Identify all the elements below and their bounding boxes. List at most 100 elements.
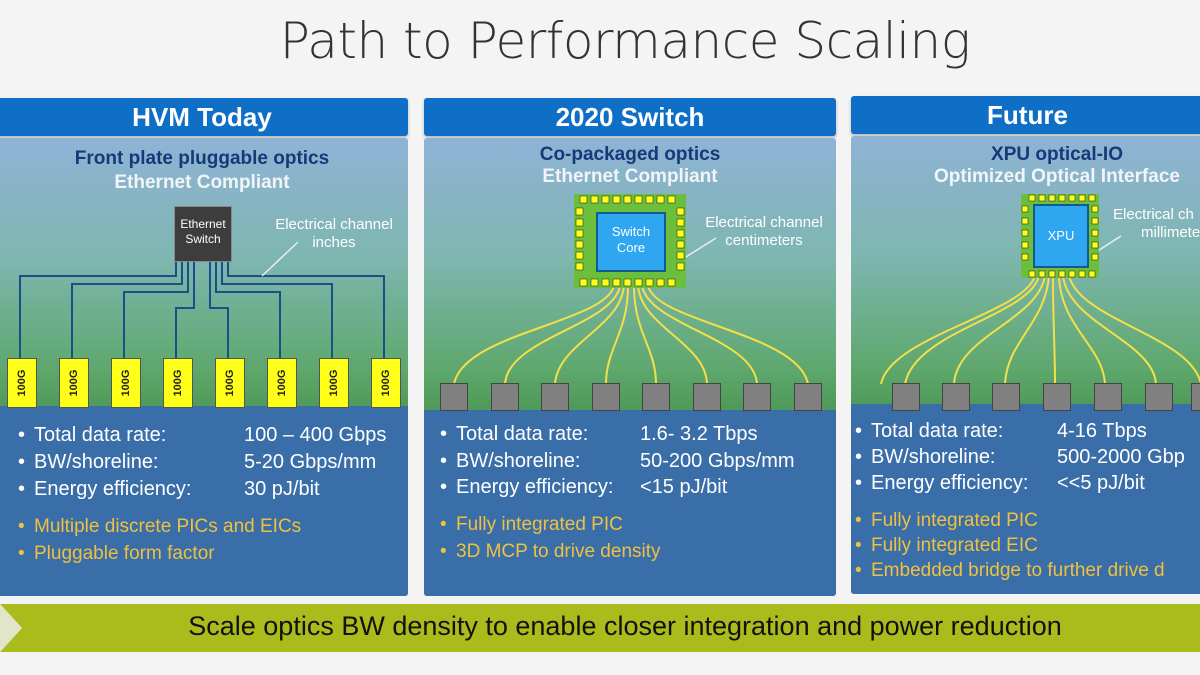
panel-subtitle-secondary: Optimized Optical Interface: [934, 166, 1180, 187]
stat-label: Energy efficiency:: [34, 478, 192, 500]
xpu-package: XPU: [1021, 194, 1099, 278]
feature-bullet-text: 3D MCP to drive density: [456, 541, 661, 562]
channel-label-line: centimeters: [725, 232, 803, 249]
wire: [71, 258, 183, 360]
optical-engine: [743, 383, 771, 411]
panel-subtitle: Front plate pluggable optics: [74, 148, 330, 169]
panel-future: XPU optical-IO Optimized Optical Interfa…: [851, 136, 1200, 594]
conclusion-text: Scale optics BW density to enable closer…: [188, 611, 1062, 641]
column-header-future: Future: [851, 96, 1200, 134]
module-label: 100G: [276, 369, 288, 397]
optical-module-100g: 100G: [371, 358, 401, 408]
wire: [175, 258, 195, 360]
stat-total-data-rate: •Total data rate:1.6- 3.2 Tbps: [440, 423, 758, 445]
stat-energy-efficiency: •Energy efficiency:30 pJ/bit: [18, 478, 320, 500]
feature-bullet: •Embedded bridge to further drive d: [855, 560, 1165, 581]
module-label: 100G: [328, 369, 340, 397]
fiber: [880, 275, 1036, 385]
fiber: [605, 285, 629, 385]
fiber: [641, 285, 758, 385]
optical-module-100g: 100G: [111, 358, 141, 408]
optical-engine: [992, 383, 1020, 411]
pluggable-wiring-diagram: [19, 241, 385, 360]
wire: [209, 258, 229, 360]
stat-energy-efficiency: •Energy efficiency:<<5 pJ/bit: [855, 472, 1145, 494]
copackaged-fiber-diagram: [453, 237, 809, 385]
electrical-channel-label: Electrical ch millimete: [1113, 206, 1200, 242]
stat-label: BW/shoreline:: [456, 450, 581, 472]
fiber: [1052, 275, 1056, 385]
module-label: 100G: [380, 369, 392, 397]
stat-value: 1.6- 3.2 Tbps: [640, 423, 758, 445]
column-header-hvm-today: HVM Today: [0, 98, 408, 136]
feature-bullet-text: Fully integrated PIC: [871, 510, 1038, 531]
stat-bw-shoreline: •BW/shoreline:500-2000 Gbp: [855, 446, 1185, 468]
fiber: [504, 285, 621, 385]
chip-label-line: Core: [616, 240, 646, 255]
stat-value: <15 pJ/bit: [640, 476, 728, 498]
optical-engine: [1094, 383, 1122, 411]
channel-label-line: Electrical ch: [1113, 206, 1194, 223]
stat-label: Total data rate:: [456, 423, 589, 445]
optical-module-100g: 100G: [59, 358, 89, 408]
optical-module-100g: 100G: [267, 358, 297, 408]
chip-label-line: Switch: [185, 232, 221, 246]
optical-engine: [541, 383, 569, 411]
conclusion-arrow-banner: [0, 604, 1200, 652]
feature-bullet: •3D MCP to drive density: [440, 541, 661, 562]
switch-core-chip: Switch Core: [596, 212, 666, 272]
feature-bullet: •Fully integrated PIC: [440, 514, 623, 535]
stat-energy-efficiency: •Energy efficiency:<15 pJ/bit: [440, 476, 728, 498]
feature-bullet-text: Multiple discrete PICs and EICs: [34, 516, 302, 537]
fiber: [637, 285, 708, 385]
wire: [123, 258, 189, 360]
fiber: [1004, 275, 1050, 385]
wire: [227, 258, 385, 360]
optical-engine: [1191, 383, 1200, 411]
fiber: [904, 275, 1040, 385]
channel-label-line: inches: [312, 234, 356, 251]
feature-bullet: •Multiple discrete PICs and EICs: [18, 516, 302, 537]
optical-engine: [942, 383, 970, 411]
feature-bullet: •Fully integrated EIC: [855, 535, 1038, 556]
column-header-2020-switch: 2020 Switch: [424, 98, 836, 136]
electrical-channel-label: Electrical channel centimeters: [692, 214, 836, 250]
optical-engine: [693, 383, 721, 411]
stat-label: BW/shoreline:: [34, 451, 159, 473]
package-pad-ring: [1021, 194, 1099, 278]
banner-notch: [0, 604, 22, 652]
stat-label: Total data rate:: [871, 420, 1004, 442]
optical-io-fiber-diagram: [880, 235, 1200, 385]
fiber: [453, 285, 615, 385]
stat-value: 30 pJ/bit: [244, 478, 320, 500]
fiber: [953, 275, 1046, 385]
module-label: 100G: [120, 369, 132, 397]
banner-arrow-shape: [0, 604, 1200, 652]
stats-area: [424, 410, 836, 596]
stat-value: 100 – 400 Gbps: [244, 424, 387, 446]
stat-label: BW/shoreline:: [871, 446, 996, 468]
optical-module-100g: 100G: [163, 358, 193, 408]
stat-bw-shoreline: •BW/shoreline:5-20 Gbps/mm: [18, 451, 377, 473]
module-label: 100G: [68, 369, 80, 397]
page-title: Path to Performance Scaling: [279, 12, 971, 70]
panel-hvm-today: Front plate pluggable optics Ethernet Co…: [0, 138, 408, 596]
panel-2020-switch: Co-packaged optics Ethernet Compliant: [424, 138, 836, 596]
optical-module-100g: 100G: [319, 358, 349, 408]
stat-total-data-rate: •Total data rate:4-16 Tbps: [855, 420, 1147, 442]
channel-label-line: millimete: [1141, 224, 1200, 241]
panel-subtitle: XPU optical-IO: [991, 144, 1123, 165]
optical-engine: [440, 383, 468, 411]
stats-area: [0, 406, 408, 596]
feature-bullet: •Fully integrated PIC: [855, 510, 1038, 531]
stat-value: 50-200 Gbps/mm: [640, 450, 795, 472]
optical-engine: [491, 383, 519, 411]
optical-module-100g: 100G: [7, 358, 37, 408]
feature-bullet: •Pluggable form factor: [18, 543, 215, 564]
wire: [19, 258, 177, 360]
stat-value: 4-16 Tbps: [1057, 420, 1147, 442]
optical-engine: [892, 383, 920, 411]
stat-total-data-rate: •Total data rate:100 – 400 Gbps: [18, 424, 387, 446]
electrical-channel-label: Electrical channel inches: [264, 216, 404, 252]
optical-engine: [1145, 383, 1173, 411]
